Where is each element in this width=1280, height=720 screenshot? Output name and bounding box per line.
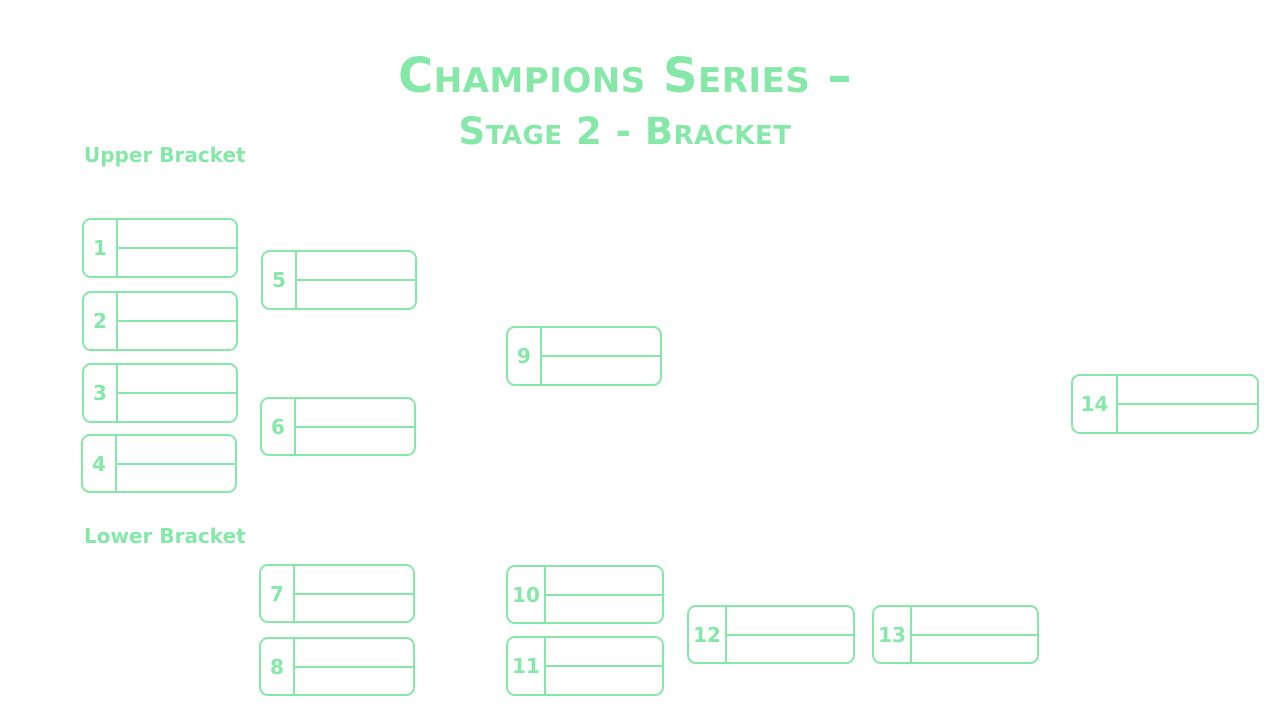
- match-number: 6: [262, 399, 296, 454]
- team-slot-top[interactable]: [297, 252, 415, 281]
- match-8[interactable]: 8: [259, 637, 415, 696]
- match-slots: [546, 567, 662, 622]
- match-number: 13: [874, 607, 912, 662]
- team-slot-bottom[interactable]: [546, 596, 662, 623]
- match-9[interactable]: 9: [506, 326, 662, 386]
- team-slot-bottom[interactable]: [118, 249, 236, 276]
- match-number: 8: [261, 639, 295, 694]
- team-slot-bottom[interactable]: [727, 636, 853, 663]
- team-slot-top[interactable]: [1118, 376, 1257, 405]
- team-slot-bottom[interactable]: [295, 595, 413, 622]
- match-number: 3: [84, 365, 118, 421]
- match-5[interactable]: 5: [261, 250, 417, 310]
- match-number: 14: [1073, 376, 1118, 432]
- match-number: 1: [84, 220, 118, 276]
- team-slot-top[interactable]: [118, 365, 236, 394]
- team-slot-bottom[interactable]: [118, 322, 236, 349]
- match-number: 11: [508, 638, 546, 694]
- team-slot-top[interactable]: [546, 638, 662, 667]
- match-4[interactable]: 4: [81, 434, 237, 493]
- team-slot-bottom[interactable]: [912, 636, 1037, 663]
- match-slots: [297, 252, 415, 308]
- team-slot-top[interactable]: [295, 566, 413, 595]
- team-slot-bottom[interactable]: [117, 465, 235, 492]
- team-slot-bottom[interactable]: [297, 281, 415, 308]
- team-slot-top[interactable]: [296, 399, 414, 428]
- team-slot-top[interactable]: [295, 639, 413, 668]
- match-slots: [912, 607, 1037, 662]
- match-12[interactable]: 12: [687, 605, 855, 664]
- match-14[interactable]: 14: [1071, 374, 1259, 434]
- team-slot-top[interactable]: [912, 607, 1037, 636]
- match-slots: [295, 639, 413, 694]
- team-slot-bottom[interactable]: [296, 428, 414, 455]
- match-number: 12: [689, 607, 727, 662]
- match-1[interactable]: 1: [82, 218, 238, 278]
- match-10[interactable]: 10: [506, 565, 664, 624]
- match-7[interactable]: 7: [259, 564, 415, 623]
- team-slot-top[interactable]: [118, 220, 236, 249]
- team-slot-bottom[interactable]: [1118, 405, 1257, 432]
- match-2[interactable]: 2: [82, 291, 238, 351]
- match-slots: [117, 436, 235, 491]
- match-number: 5: [263, 252, 297, 308]
- match-slots: [542, 328, 660, 384]
- team-slot-bottom[interactable]: [118, 394, 236, 421]
- team-slot-top[interactable]: [542, 328, 660, 357]
- team-slot-top[interactable]: [546, 567, 662, 596]
- team-slot-top[interactable]: [118, 293, 236, 322]
- match-slots: [296, 399, 414, 454]
- match-11[interactable]: 11: [506, 636, 664, 696]
- match-13[interactable]: 13: [872, 605, 1039, 664]
- match-number: 7: [261, 566, 295, 621]
- team-slot-bottom[interactable]: [546, 667, 662, 694]
- team-slot-bottom[interactable]: [542, 357, 660, 384]
- match-slots: [118, 293, 236, 349]
- match-slots: [118, 220, 236, 276]
- upper-bracket-label: Upper Bracket: [84, 143, 246, 167]
- match-number: 10: [508, 567, 546, 622]
- match-number: 4: [83, 436, 117, 491]
- match-number: 9: [508, 328, 542, 384]
- match-slots: [118, 365, 236, 421]
- match-slots: [546, 638, 662, 694]
- team-slot-top[interactable]: [117, 436, 235, 465]
- match-number: 2: [84, 293, 118, 349]
- lower-bracket-label: Lower Bracket: [84, 524, 246, 548]
- match-slots: [727, 607, 853, 662]
- team-slot-top[interactable]: [727, 607, 853, 636]
- match-6[interactable]: 6: [260, 397, 416, 456]
- match-slots: [295, 566, 413, 621]
- page-title: Champions Series –: [397, 48, 852, 104]
- match-slots: [1118, 376, 1257, 432]
- match-3[interactable]: 3: [82, 363, 238, 423]
- page-subtitle: Stage 2 - Bracket: [458, 110, 792, 153]
- team-slot-bottom[interactable]: [295, 668, 413, 695]
